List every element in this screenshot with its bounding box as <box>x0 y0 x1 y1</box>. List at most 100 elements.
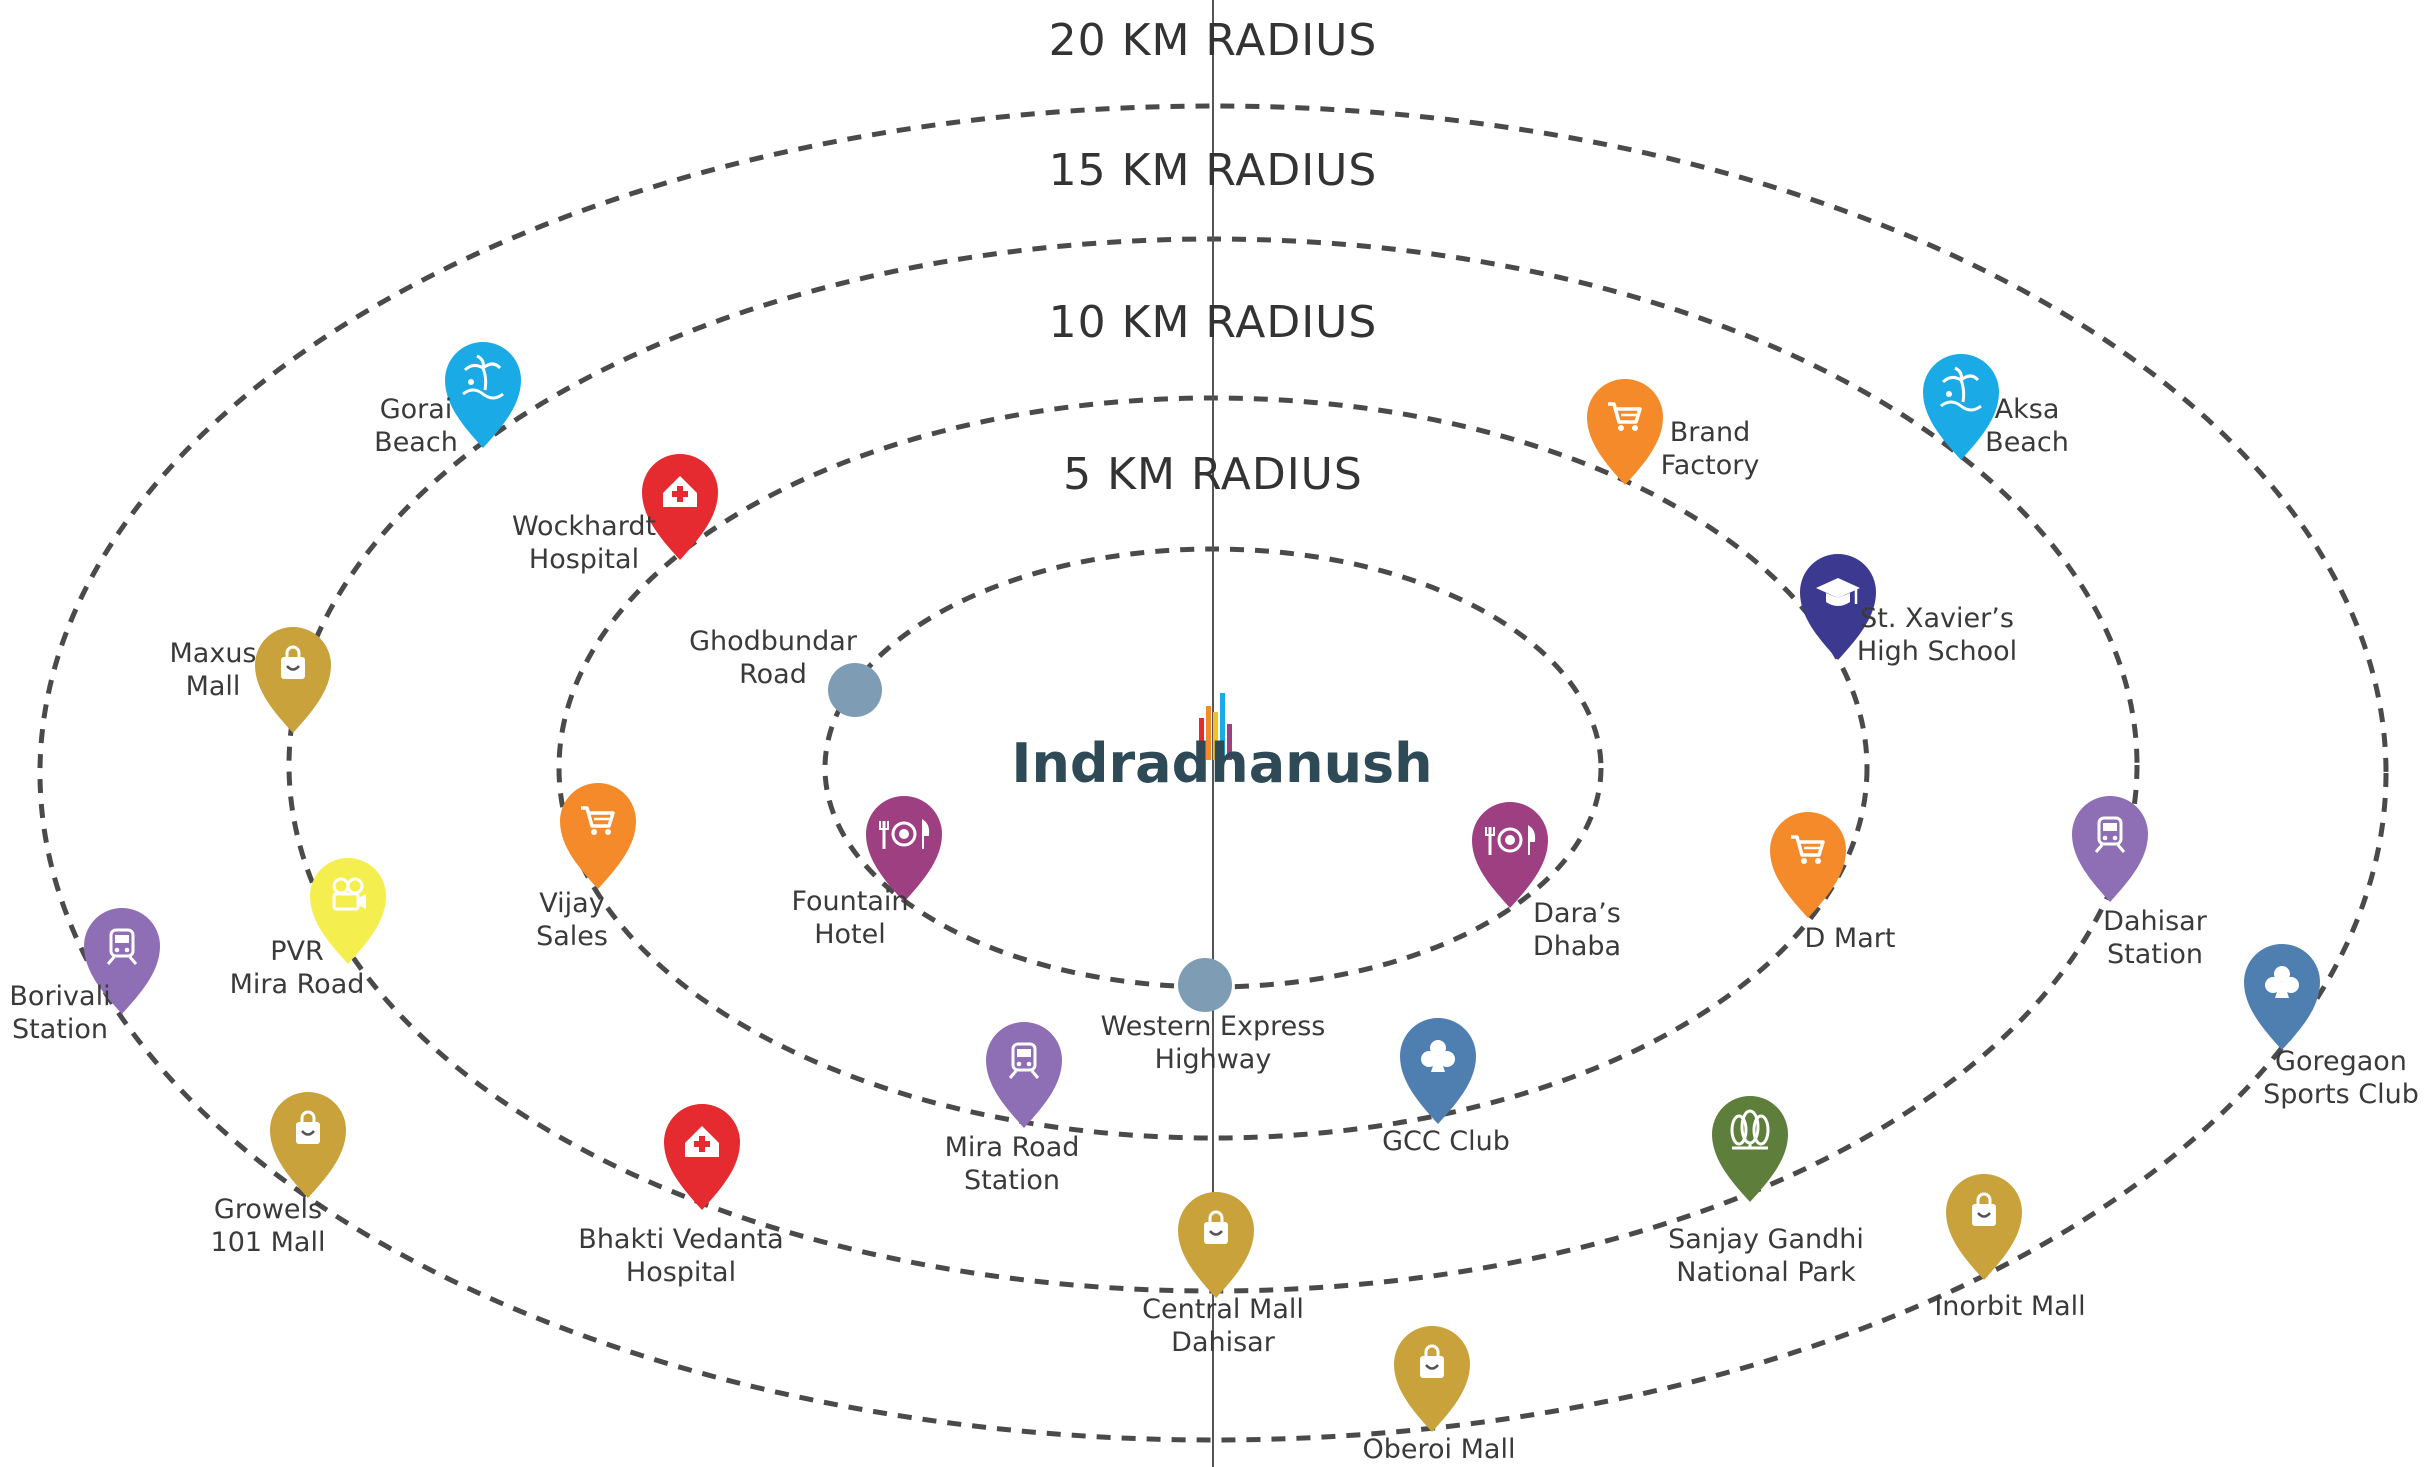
pin-label-line: Sports Club <box>2263 1079 2419 1110</box>
ring-label-15km: 15 KM RADIUS <box>1049 145 1378 196</box>
pin-label-line: Dahisar <box>2103 906 2208 937</box>
shopping-cart-icon <box>581 806 615 835</box>
rainbow-bars-icon <box>1199 693 1232 760</box>
pin-label-line: Aksa <box>1995 394 2060 425</box>
brand-name: Indradhanush <box>1011 732 1432 795</box>
map-marker-icon <box>1178 1192 1254 1298</box>
pin-label-line: Beach <box>1985 427 2069 458</box>
map-marker-icon <box>2072 796 2148 902</box>
shopping-bag-icon <box>296 1110 320 1144</box>
pin-label-line: Mall <box>186 671 241 702</box>
pin-label-line: Central Mall <box>1142 1294 1304 1325</box>
pin-label-line: Dhaba <box>1533 931 1621 962</box>
pin-label-line: Beach <box>374 427 458 458</box>
pin-label-line: Mira Road <box>945 1132 1080 1163</box>
pin-label-line: Hospital <box>626 1257 736 1288</box>
trees-icon <box>1730 1109 1770 1150</box>
road-label-line: Road <box>739 659 807 690</box>
pin-label: Inorbit Mall <box>1934 1291 2085 1322</box>
pin-label-line: High School <box>1857 636 2017 667</box>
map-marker-icon <box>1800 554 1876 660</box>
pin-inorbit-mall[interactable]: Inorbit Mall <box>1934 1174 2086 1322</box>
dining-icon <box>1485 825 1536 855</box>
map-marker-icon <box>1587 379 1663 485</box>
pin-label-line: National Park <box>1676 1257 1856 1288</box>
pin-label-line: Vijay <box>539 888 604 919</box>
shopping-bag-icon <box>281 645 305 679</box>
pin-label: GCC Club <box>1382 1126 1510 1157</box>
road-label-line: Western Express <box>1101 1011 1326 1042</box>
shopping-cart-icon <box>1791 835 1825 864</box>
ring-label-20km: 20 KM RADIUS <box>1049 15 1378 66</box>
hospital-icon <box>663 476 697 507</box>
pin-label-line: Wockhardt <box>512 511 656 542</box>
road-dot <box>1178 958 1232 1012</box>
pin-label-line: Sales <box>536 921 608 952</box>
pin-label-line: Borivali <box>9 981 110 1012</box>
pin-label-line: Station <box>2107 939 2203 970</box>
pin-label-line: Mira Road <box>230 969 365 1000</box>
road-label-line: Ghodbundar <box>689 626 858 657</box>
pin-label-line: Oberoi Mall <box>1363 1434 1516 1465</box>
map-marker-icon <box>560 783 636 889</box>
pin-label-line: Maxus <box>170 638 257 669</box>
club-icon <box>1421 1040 1455 1072</box>
map-marker-icon <box>84 908 160 1014</box>
pin-label-line: Inorbit Mall <box>1934 1291 2085 1322</box>
pin-label-line: GCC Club <box>1382 1126 1510 1157</box>
pin-oberoi-mall[interactable]: Oberoi Mall <box>1363 1326 1516 1465</box>
ring-label-10km: 10 KM RADIUS <box>1049 297 1378 348</box>
pin-gcc-club[interactable]: GCC Club <box>1382 1018 1510 1157</box>
pin-label-line: Station <box>12 1014 108 1045</box>
pin-label-line: St. Xavier’s <box>1860 603 2014 634</box>
train-icon <box>2094 816 2126 853</box>
pin-label-line: Station <box>964 1165 1060 1196</box>
pin-d-mart[interactable]: D Mart <box>1770 812 1895 954</box>
pin-label-line: D Mart <box>1805 923 1896 954</box>
train-icon <box>1008 1042 1040 1079</box>
map-marker-icon <box>1472 802 1548 908</box>
pin-label-line: PVR <box>270 936 324 967</box>
hospital-icon <box>685 1126 719 1157</box>
pin-label-line: Factory <box>1661 450 1760 481</box>
pin-label-line: Hospital <box>529 544 639 575</box>
